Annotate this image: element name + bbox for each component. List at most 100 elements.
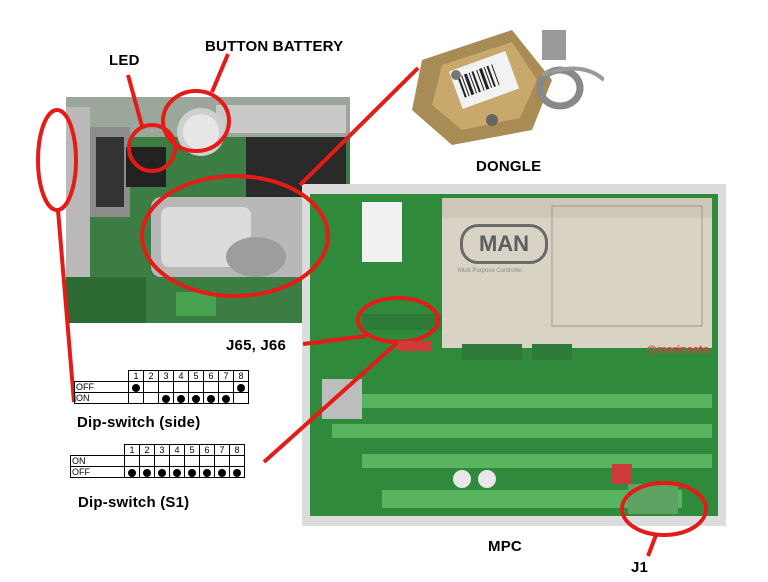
dip-s1-col: 8 (229, 444, 245, 456)
dip-side-col: 6 (203, 370, 219, 382)
man-subtitle: Multi Purpose Controller (458, 268, 523, 274)
dip-side-row-off: OFF (74, 381, 249, 393)
dip-switch-cell (154, 455, 170, 467)
dip-switch-cell (188, 392, 204, 404)
dip-switch-cell (233, 392, 249, 404)
dip-switch-cell (169, 466, 185, 478)
dip-switch-cell (143, 381, 159, 393)
dip-switch-cell (203, 381, 219, 393)
dip-switch-dot (207, 394, 215, 403)
dip-switch-dot (132, 383, 140, 392)
label-button-battery: BUTTON BATTERY (205, 38, 344, 55)
dip-switch-dot (237, 383, 245, 392)
highlight-led (127, 123, 177, 173)
dip-s1-row-off: OFF (70, 466, 245, 478)
leader-dip-s1 (262, 340, 400, 464)
dip-switch-dot (162, 394, 170, 403)
dip-switch-cell (154, 466, 170, 478)
dip-switch-cell (218, 381, 234, 393)
label-dip-side: Dip-switch (side) (77, 414, 201, 431)
label-mpc: MPC (488, 538, 522, 555)
dip-switch-dot (192, 394, 200, 403)
dip-switch-cell (229, 455, 245, 467)
dip-side-col: 2 (143, 370, 159, 382)
dip-switch-cell (184, 466, 200, 478)
dip-switch-cell (158, 392, 174, 404)
dip-switch-dot (143, 468, 151, 477)
dip-s1-col: 6 (199, 444, 215, 456)
dip-switch-side-table: 1 2 3 4 5 6 7 8 OFF ON (74, 370, 249, 404)
dip-switch-cell (199, 466, 215, 478)
dip-switch-cell (203, 392, 219, 404)
leader-dongle (298, 66, 420, 187)
dip-s1-col: 2 (139, 444, 155, 456)
dip-switch-cell (143, 392, 159, 404)
dip-switch-dot (173, 468, 181, 477)
dip-side-row-on: ON (74, 392, 249, 404)
leader-battery (210, 53, 230, 93)
dongle-photo (392, 20, 604, 152)
highlight-dongle-socket (140, 174, 330, 298)
highlight-battery (161, 89, 231, 153)
dip-switch-cell (139, 466, 155, 478)
label-led: LED (109, 52, 140, 69)
dip-switch-dot (177, 394, 185, 403)
dip-switch-cell (124, 455, 140, 467)
dip-switch-cell (173, 392, 189, 404)
dip-side-col: 8 (233, 370, 249, 382)
dip-s1-col: 1 (124, 444, 140, 456)
dip-s1-col: 5 (184, 444, 200, 456)
dip-switch-dot (203, 468, 211, 477)
dip-s1-row-label: OFF (70, 466, 125, 478)
leader-j1 (646, 534, 658, 557)
dip-switch-cell (173, 381, 189, 393)
dip-switch-dot (158, 468, 166, 477)
dip-s1-row-on: ON (70, 455, 245, 467)
dip-side-col: 3 (158, 370, 174, 382)
dip-switch-cell (169, 455, 185, 467)
dip-side-col: 1 (128, 370, 144, 382)
dip-s1-row-label: ON (70, 455, 125, 467)
dip-switch-cell (158, 381, 174, 393)
dip-switch-cell (233, 381, 249, 393)
dip-side-col: 5 (188, 370, 204, 382)
dip-s1-col: 7 (214, 444, 230, 456)
dip-switch-dot (128, 468, 136, 477)
watermark: @marineeto (646, 344, 710, 356)
dip-switch-s1-table: 1 2 3 4 5 6 7 8 ON OFF (70, 444, 245, 478)
highlight-j1 (620, 481, 708, 537)
dip-s1-header-row: 1 2 3 4 5 6 7 8 (71, 444, 245, 456)
label-dongle: DONGLE (476, 158, 542, 175)
dip-switch-cell (139, 455, 155, 467)
man-logo: MAN (460, 224, 548, 264)
dip-switch-cell (214, 455, 230, 467)
label-j1: J1 (631, 559, 649, 576)
dip-switch-cell (218, 392, 234, 404)
dip-switch-dot (188, 468, 196, 477)
dip-switch-dot (218, 468, 226, 477)
dip-side-row-label: ON (74, 392, 129, 404)
leader-led (126, 74, 144, 127)
dip-s1-col: 3 (154, 444, 170, 456)
dip-side-header-row: 1 2 3 4 5 6 7 8 (75, 370, 249, 382)
highlight-dip-side (36, 108, 78, 212)
mpc-board-photo: MAN Multi Purpose Controller @marineeto (302, 184, 726, 526)
dip-switch-cell (128, 381, 144, 393)
label-dip-s1: Dip-switch (S1) (78, 494, 190, 511)
dip-switch-cell (188, 381, 204, 393)
highlight-j65-j66 (356, 296, 440, 344)
leader-dip-side (56, 209, 76, 403)
dip-side-col: 7 (218, 370, 234, 382)
leader-j65 (302, 334, 367, 346)
dip-switch-cell (184, 455, 200, 467)
dip-s1-col: 4 (169, 444, 185, 456)
dip-switch-cell (124, 466, 140, 478)
dip-side-row-label: OFF (74, 381, 129, 393)
dip-switch-cell (214, 466, 230, 478)
dip-side-col: 4 (173, 370, 189, 382)
label-j65-j66: J65, J66 (226, 337, 286, 354)
j65-j66-connector (398, 341, 432, 351)
dip-switch-dot (233, 468, 241, 477)
dip-switch-cell (229, 466, 245, 478)
